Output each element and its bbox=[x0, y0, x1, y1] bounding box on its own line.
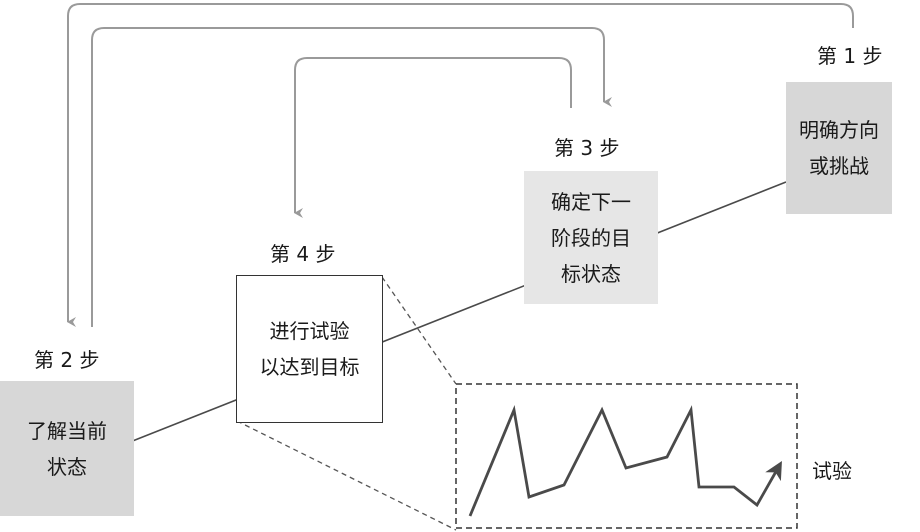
step-4-label: 第 4 步 bbox=[270, 242, 336, 266]
step-2-label: 第 2 步 bbox=[34, 348, 100, 372]
step-1-box: 明确方向 或挑战 bbox=[786, 82, 892, 214]
experiment-caption: 试验 bbox=[812, 459, 852, 483]
zoom-line-bottom bbox=[236, 420, 457, 531]
step-4-text-line: 以达到目标 bbox=[259, 355, 360, 379]
step-4-box: 进行试验 以达到目标 bbox=[236, 275, 383, 423]
arrow-step1-to-step2 bbox=[67, 3, 854, 327]
step-2-text-line: 状态 bbox=[47, 454, 87, 479]
step-1-text-line: 或挑战 bbox=[809, 154, 869, 178]
step-3-box: 确定下一 阶段的目 标状态 bbox=[524, 171, 658, 304]
step-4-text-line: 进行试验 bbox=[269, 319, 350, 343]
step-2-text-line: 了解当前 bbox=[27, 418, 107, 443]
step-3-text-line: 确定下一 bbox=[551, 189, 631, 214]
arrow-step2-to-step3 bbox=[91, 27, 612, 327]
arrow-step3-to-step4 bbox=[294, 57, 572, 218]
zoom-line-top bbox=[381, 276, 457, 385]
step-1-label: 第 1 步 bbox=[817, 44, 883, 68]
experiment-zigzag-line bbox=[468, 405, 782, 517]
experiment-detail-box bbox=[455, 383, 798, 529]
step-3-text-line: 标状态 bbox=[561, 261, 621, 286]
step-2-box: 了解当前 状态 bbox=[0, 381, 134, 516]
step-1-text-line: 明确方向 bbox=[799, 118, 879, 142]
step-3-label: 第 3 步 bbox=[554, 136, 620, 160]
step-3-text-line: 阶段的目 bbox=[551, 225, 631, 250]
